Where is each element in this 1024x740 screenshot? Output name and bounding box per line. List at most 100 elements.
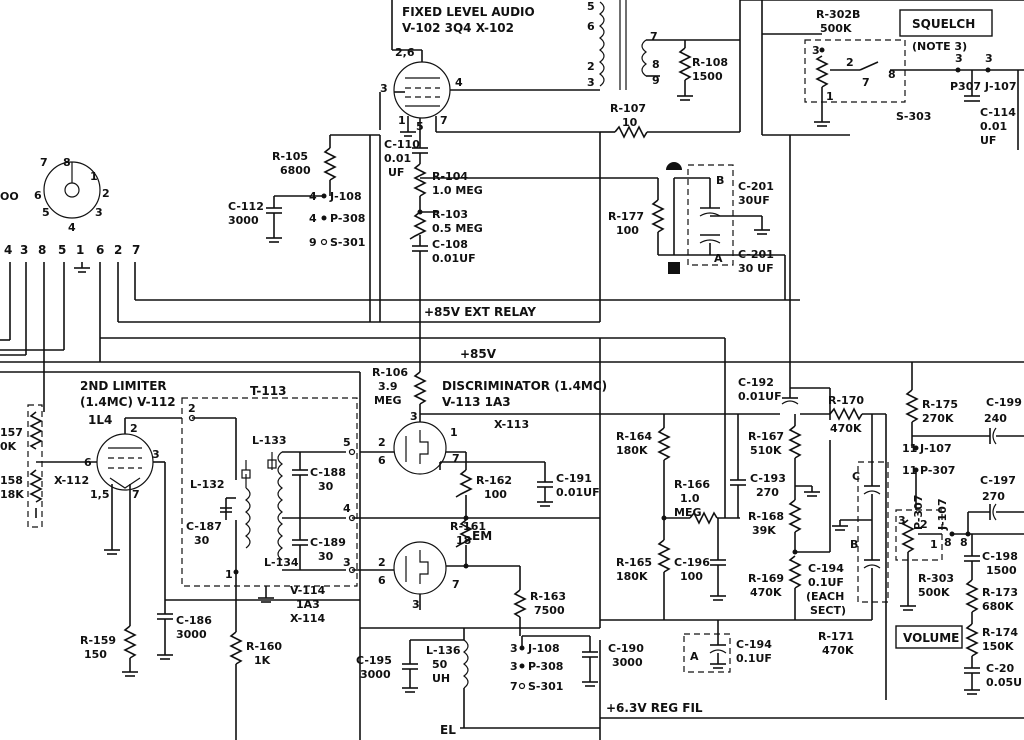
volume-section: R-175 270K 11 J-107 11 P-307 C-199 240 3…: [895, 362, 1024, 695]
c201-r177-group: R-177 100 B A C-201 30UF C-201 30 UF: [600, 162, 786, 300]
r175-value: 270K: [922, 412, 954, 425]
r104-label: R-104: [432, 170, 468, 183]
v114-tube: [393, 541, 447, 595]
p308-top: P-308: [330, 212, 365, 225]
svg-text:3: 3: [152, 448, 160, 461]
c194a-value: 0.1UF: [808, 576, 844, 589]
v102-section: FIXED LEVEL AUDIO V-102 3Q4 X-102 2,6 3 …: [330, 0, 1024, 150]
c190-value: 3000: [612, 656, 643, 669]
svg-text:2: 2: [188, 402, 196, 415]
bus-63v-label: +6.3V REG FIL: [606, 701, 703, 715]
r103-label: R-103: [432, 208, 468, 221]
svg-text:3: 3: [812, 44, 820, 57]
p308-bottom: P-308: [528, 660, 563, 673]
r162-label: R-162: [476, 474, 512, 487]
squelch-network: C-192 0.01UF C-193 270 R-167 510K R-168 …: [730, 362, 889, 700]
r157-value: 0K: [0, 440, 17, 453]
j107-label: J-107: [919, 442, 952, 455]
r104-value: 1.0 MEG: [432, 184, 483, 197]
c196-value: 100: [680, 570, 703, 583]
c198-label: C-198: [982, 550, 1018, 563]
pin-label-5: 5: [58, 243, 66, 257]
c194-box: A C-194 0.1UF: [683, 620, 772, 673]
svg-text:7: 7: [132, 488, 140, 501]
r302b-label: R-302B: [816, 8, 860, 21]
c197-value: 270: [982, 490, 1005, 503]
r164-label: R-164: [616, 430, 652, 443]
c189-label: C-189: [310, 536, 346, 549]
r107-value: 10: [622, 116, 638, 129]
c189-value: 30: [318, 550, 334, 563]
svg-text:8: 8: [888, 68, 896, 81]
volume-box: [895, 625, 963, 649]
svg-text:3: 3: [412, 598, 420, 611]
p307-j107-top: P307 J-107: [950, 80, 1016, 93]
r303-value: 500K: [918, 586, 950, 599]
limiter-socket: X-112: [54, 474, 89, 487]
r161-label: R-161: [450, 520, 486, 533]
s301-top: S-301: [330, 236, 365, 249]
c191-label: C-191: [556, 472, 592, 485]
svg-text:3: 3: [587, 76, 595, 89]
svg-text:2,6: 2,6: [395, 46, 415, 59]
svg-text:7: 7: [452, 452, 460, 465]
audio-transformer-primary: [599, 1, 605, 87]
c201-section-b: B: [716, 174, 724, 187]
r158-value: 18K: [0, 488, 24, 501]
svg-text:3: 3: [955, 52, 963, 65]
c114-unit: UF: [980, 134, 996, 147]
c194-section-a: A: [690, 650, 699, 663]
limiter-section: 2ND LIMITER (1.4MC) V-112 1L4 2 6 3 1,5 …: [0, 372, 361, 740]
bus-85v-ext-relay-label: +85V EXT RELAY: [424, 305, 536, 319]
discriminator-socket: X-113: [494, 418, 529, 431]
c20x-value: 0.05U: [986, 676, 1022, 689]
c194a-note1: (EACH: [806, 590, 844, 603]
r169-label: R-169: [748, 572, 784, 585]
r106-unit: MEG: [374, 394, 402, 407]
r174-label: R-174: [982, 626, 1018, 639]
svg-text:2: 2: [920, 518, 928, 531]
c198-value: 1500: [986, 564, 1017, 577]
r159-value: 150: [84, 648, 107, 661]
svg-text:1: 1: [225, 568, 233, 581]
r175-label: R-175: [922, 398, 958, 411]
discriminator-section: R-106 3.9 MEG DISCRIMINATOR (1.4MC) V-11…: [290, 366, 780, 636]
svg-text:11: 11: [902, 442, 917, 455]
pin-label-2: 2: [114, 243, 122, 257]
r160-group: R-160 1K: [229, 600, 282, 740]
svg-text:1: 1: [930, 538, 938, 551]
socket-pin-6: 6: [34, 189, 42, 202]
r160-label: R-160: [246, 640, 282, 653]
c193-label: C-193: [750, 472, 786, 485]
c188-label: C-188: [310, 466, 346, 479]
edge-label-oo: OO: [0, 190, 19, 203]
l136-value: 50: [432, 658, 448, 671]
c201-section-a: A: [714, 252, 723, 265]
deemphasis-network: R-164 180K R-165 180K R-166 1.0 MEG C-19…: [599, 338, 800, 628]
note3-label: (NOTE 3): [912, 40, 967, 53]
c201-polarity-mark: [666, 162, 682, 170]
p307-vertical: P-307: [912, 495, 925, 530]
c201b-label: C-201: [738, 248, 774, 261]
l136-label: L-136: [426, 644, 461, 657]
c193-value: 270: [756, 486, 779, 499]
limiter-title: 2ND LIMITER: [80, 379, 167, 393]
r162-value: 100: [484, 488, 507, 501]
svg-text:3: 3: [380, 82, 388, 95]
v112-tube: [96, 433, 154, 491]
bus-85v-label: +85V: [460, 347, 497, 361]
svg-text:2: 2: [130, 422, 138, 435]
r171-label: R-171: [818, 630, 854, 643]
socket-pin-2: 2: [102, 187, 110, 200]
svg-text:3: 3: [898, 514, 906, 527]
svg-text:3: 3: [510, 642, 518, 655]
c192-value: 0.01UF: [738, 390, 782, 403]
r164-value: 180K: [616, 444, 648, 457]
svg-text:9: 9: [652, 74, 660, 87]
squelch-box: [899, 9, 993, 37]
discriminator-subtitle: V-113 1A3: [442, 395, 511, 409]
c110-unit: UF: [388, 166, 404, 179]
s303-dashed-box: [804, 39, 906, 103]
c201b-value: 30 UF: [738, 262, 774, 275]
